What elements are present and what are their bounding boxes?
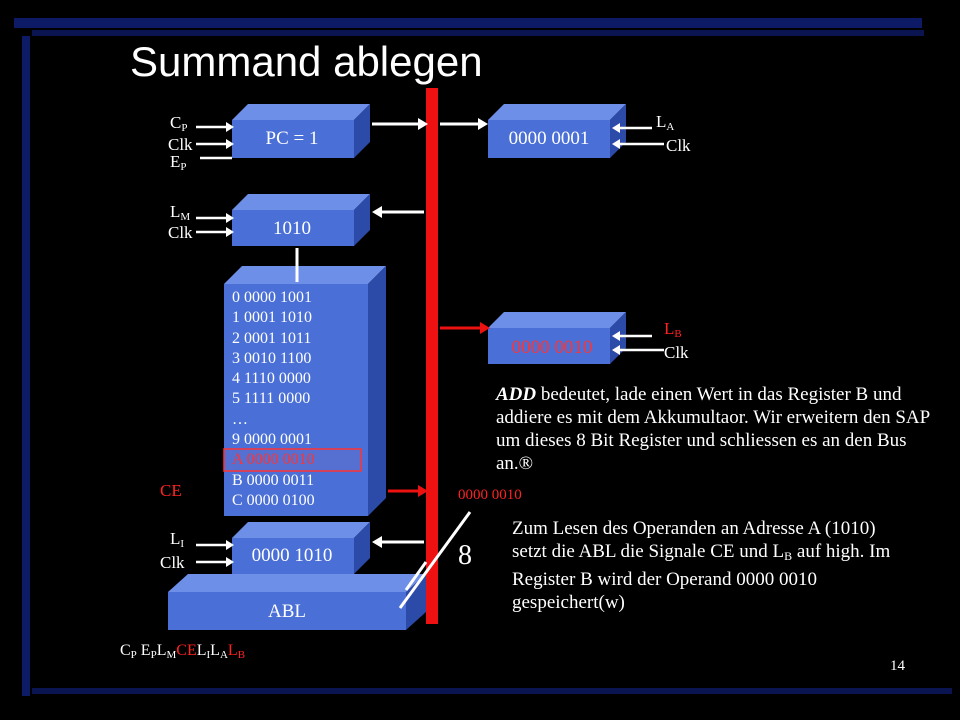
page-number: 14: [890, 658, 905, 674]
control-signal: LB: [227, 642, 246, 661]
control-signal: LA: [210, 642, 228, 661]
lm-signal-label: LM: [170, 202, 191, 224]
cp-signal-label: CP: [170, 113, 188, 135]
memory-line: A 0000 0010: [232, 451, 315, 469]
memory-line: 0 0000 1001: [232, 289, 312, 306]
memory-line: C 0000 0100: [232, 491, 315, 509]
register-b-box: [488, 312, 626, 364]
reg-b-clk-label: Clk: [664, 343, 689, 362]
slide-frame: [14, 18, 952, 696]
register-a-value: 0000 0001: [508, 128, 590, 149]
memory-line: …: [232, 410, 248, 428]
control-signal: CE: [176, 642, 197, 659]
abl-label: ABL: [268, 601, 306, 622]
ir-register-box: [232, 522, 370, 574]
ir-value: 0000 1010: [251, 545, 333, 566]
memory-line: 9 0000 0001: [232, 431, 312, 449]
la-signal-label: LA: [656, 112, 675, 134]
memory-line: 4 1110 0000: [232, 370, 311, 388]
ram-box: [223, 266, 386, 516]
slide-title: Summand ablegen: [130, 38, 483, 85]
memory-line: 1 0001 1010: [232, 309, 312, 327]
memory-highlight: [223, 448, 362, 472]
bus-value-label: 0000 0010: [458, 487, 522, 503]
bus-connections: [295, 118, 488, 609]
reg-a-clk-label: Clk: [666, 136, 691, 155]
add-explanation: ADD bedeutet, lade einen Wert in das Reg…: [496, 384, 930, 474]
abl-box: [168, 574, 426, 630]
mar-register-box: [232, 194, 370, 246]
pc-value: PC = 1: [265, 128, 319, 149]
bus-width-label: 8: [458, 540, 472, 571]
ep-signal-label: EP: [170, 152, 187, 174]
control-signal: CP: [120, 642, 137, 661]
control-inputs: [196, 122, 664, 567]
control-word: CP EPLMCELILALB: [120, 642, 245, 661]
memory-line: B 0000 0011: [232, 471, 315, 489]
memory-line: 2 0001 1011: [232, 329, 312, 347]
data-bus: [426, 88, 438, 624]
memory-contents: 0 0000 1001 1 0001 1010 2 0001 1011 3 0010 …: [232, 288, 315, 511]
control-signal: LI: [196, 642, 211, 661]
lb-signal-label: LB: [664, 319, 682, 341]
memory-line: 3 0010 1100: [232, 349, 312, 367]
ir-clk-label: Clk: [160, 553, 185, 572]
mar-value: 1010: [273, 218, 311, 239]
operand-explanation: Zum Lesen des Operanden an Adresse A (10…: [512, 518, 891, 613]
active-connections: [388, 322, 490, 497]
memory-line: 5 1111 0000: [232, 390, 311, 408]
pc-register-box: [232, 104, 370, 158]
pc-clk-label: Clk: [168, 135, 193, 154]
ce-signal-label: CE: [160, 481, 182, 500]
li-signal-label: LI: [170, 529, 185, 551]
mar-clk-label: Clk: [168, 223, 193, 242]
control-signal: EP: [136, 642, 157, 661]
register-b-value: 0000 0010: [511, 337, 593, 358]
control-signal: LM: [156, 642, 177, 661]
